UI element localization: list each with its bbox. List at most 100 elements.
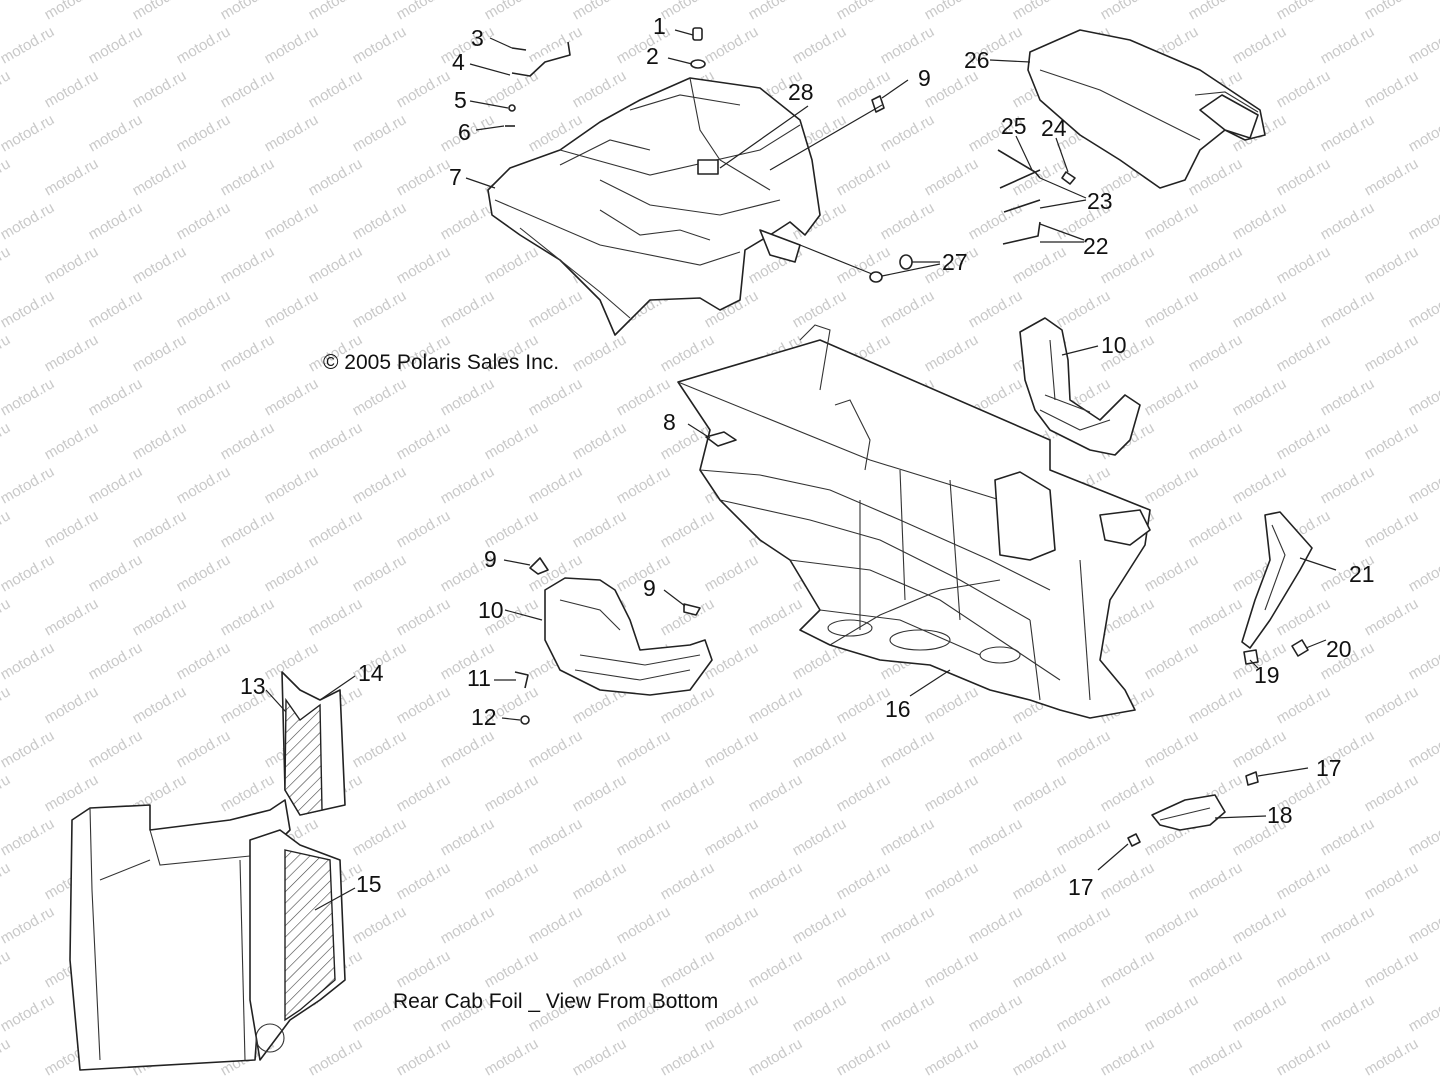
watermark-text: motod.ru	[1406, 287, 1440, 331]
watermark-text: motod.ru	[42, 419, 102, 463]
watermark-text: motod.ru	[0, 67, 13, 111]
watermark-text: motod.ru	[0, 727, 57, 771]
watermark-text: motod.ru	[350, 111, 410, 155]
callout-11: 11	[467, 665, 491, 691]
watermark-text: motod.ru	[482, 243, 542, 287]
watermark-text: motod.ru	[1362, 331, 1422, 375]
watermark-text: motod.ru	[0, 111, 57, 155]
watermark-text: motod.ru	[394, 243, 454, 287]
watermark-text: motod.ru	[614, 903, 674, 947]
watermark-text: motod.ru	[1274, 0, 1334, 23]
watermark-text: motod.ru	[1098, 0, 1158, 23]
watermark-text: motod.ru	[130, 0, 190, 23]
watermark-text: motod.ru	[966, 727, 1026, 771]
callout-28: 28	[788, 79, 814, 105]
watermark-text: motod.ru	[1230, 199, 1290, 243]
watermark-text: motod.ru	[1142, 903, 1202, 947]
callout-17-lower: 17	[1068, 874, 1094, 900]
watermark-text: motod.ru	[1318, 815, 1378, 859]
watermark-text: motod.ru	[1010, 1035, 1070, 1079]
watermark-text: motod.ru	[834, 947, 894, 991]
watermark-text: motod.ru	[966, 903, 1026, 947]
watermark-text: motod.ru	[0, 859, 13, 903]
watermark-text: motod.ru	[1406, 23, 1440, 67]
watermark-text: motod.ru	[1406, 111, 1440, 155]
watermark-text: motod.ru	[1230, 23, 1290, 67]
watermark-text: motod.ru	[350, 815, 410, 859]
watermark-text: motod.ru	[834, 859, 894, 903]
watermark-text: motod.ru	[174, 111, 234, 155]
watermark-text: motod.ru	[746, 683, 806, 727]
watermark-text: motod.ru	[262, 111, 322, 155]
watermark-text: motod.ru	[570, 771, 630, 815]
watermark-text: motod.ru	[86, 463, 146, 507]
callout-10-upper: 10	[1101, 332, 1127, 358]
watermark-text: motod.ru	[878, 199, 938, 243]
watermark-text: motod.ru	[306, 243, 366, 287]
watermark-text: motod.ru	[658, 859, 718, 903]
callout-20: 20	[1326, 636, 1352, 662]
watermark-text: motod.ru	[42, 0, 102, 23]
watermark-text: motod.ru	[306, 0, 366, 23]
watermark-text: motod.ru	[922, 947, 982, 991]
watermark-text: motod.ru	[438, 23, 498, 67]
watermark-text: motod.ru	[350, 727, 410, 771]
watermark-text: motod.ru	[86, 639, 146, 683]
watermark-text: motod.ru	[1186, 419, 1246, 463]
watermark-text: motod.ru	[1054, 815, 1114, 859]
watermark-text: motod.ru	[878, 111, 938, 155]
view-caption: Rear Cab Foil _ View From Bottom	[393, 990, 718, 1013]
watermark-text: motod.ru	[1362, 243, 1422, 287]
watermark-text: motod.ru	[394, 67, 454, 111]
watermark-text: motod.ru	[482, 1035, 542, 1079]
watermark-text: motod.ru	[482, 0, 542, 23]
watermark-text: motod.ru	[0, 463, 57, 507]
watermark-text: motod.ru	[218, 595, 278, 639]
watermark-text: motod.ru	[1142, 463, 1202, 507]
watermark-text: motod.ru	[86, 287, 146, 331]
watermark-text: motod.ru	[0, 199, 57, 243]
watermark-text: motod.ru	[42, 507, 102, 551]
watermark-text: motod.ru	[86, 727, 146, 771]
watermark-text: motod.ru	[262, 463, 322, 507]
watermark-text: motod.ru	[0, 595, 13, 639]
callouts: 1 2 3 4 5 6 7 28 9 26 25 24 23 22 27 10 …	[240, 13, 1375, 900]
watermark-text: motod.ru	[0, 947, 13, 991]
callout-19: 19	[1254, 662, 1280, 688]
watermark-text: motod.ru	[1406, 991, 1440, 1035]
watermark-text: motod.ru	[1274, 947, 1334, 991]
callout-17-upper: 17	[1316, 755, 1342, 781]
watermark-text: motod.ru	[1098, 1035, 1158, 1079]
watermark-text: motod.ru	[174, 23, 234, 67]
watermark-text: motod.ru	[1274, 859, 1334, 903]
watermark-text: motod.ru	[614, 727, 674, 771]
watermark-text: motod.ru	[174, 551, 234, 595]
watermark-text: motod.ru	[482, 771, 542, 815]
watermark-text: motod.ru	[790, 727, 850, 771]
watermark-text: motod.ru	[1142, 375, 1202, 419]
watermark-text: motod.ru	[394, 595, 454, 639]
watermark-text: motod.ru	[702, 551, 762, 595]
watermark-text: motod.ru	[790, 991, 850, 1035]
callout-23: 23	[1087, 188, 1113, 214]
watermark-text: motod.ru	[1186, 243, 1246, 287]
watermark-text: motod.ru	[658, 507, 718, 551]
watermark-text: motod.ru	[218, 67, 278, 111]
watermark-text: motod.ru	[526, 287, 586, 331]
watermark-text: motod.ru	[526, 727, 586, 771]
watermark-text: motod.ru	[746, 0, 806, 23]
watermark-text: motod.ru	[1406, 639, 1440, 683]
watermark-text: motod.ru	[218, 155, 278, 199]
copyright-text: © 2005 Polaris Sales Inc.	[323, 351, 559, 374]
watermark-text: motod.ru	[394, 0, 454, 23]
watermark-text: motod.ru	[1230, 375, 1290, 419]
watermark-text: motod.ru	[1362, 1035, 1422, 1079]
watermark-text: motod.ru	[1274, 331, 1334, 375]
watermark-text: motod.ru	[1098, 771, 1158, 815]
watermark-text: motod.ru	[130, 595, 190, 639]
callout-12: 12	[471, 704, 497, 730]
watermark-text: motod.ru	[42, 67, 102, 111]
watermark-text: motod.ru	[130, 683, 190, 727]
watermark-text: motod.ru	[262, 287, 322, 331]
